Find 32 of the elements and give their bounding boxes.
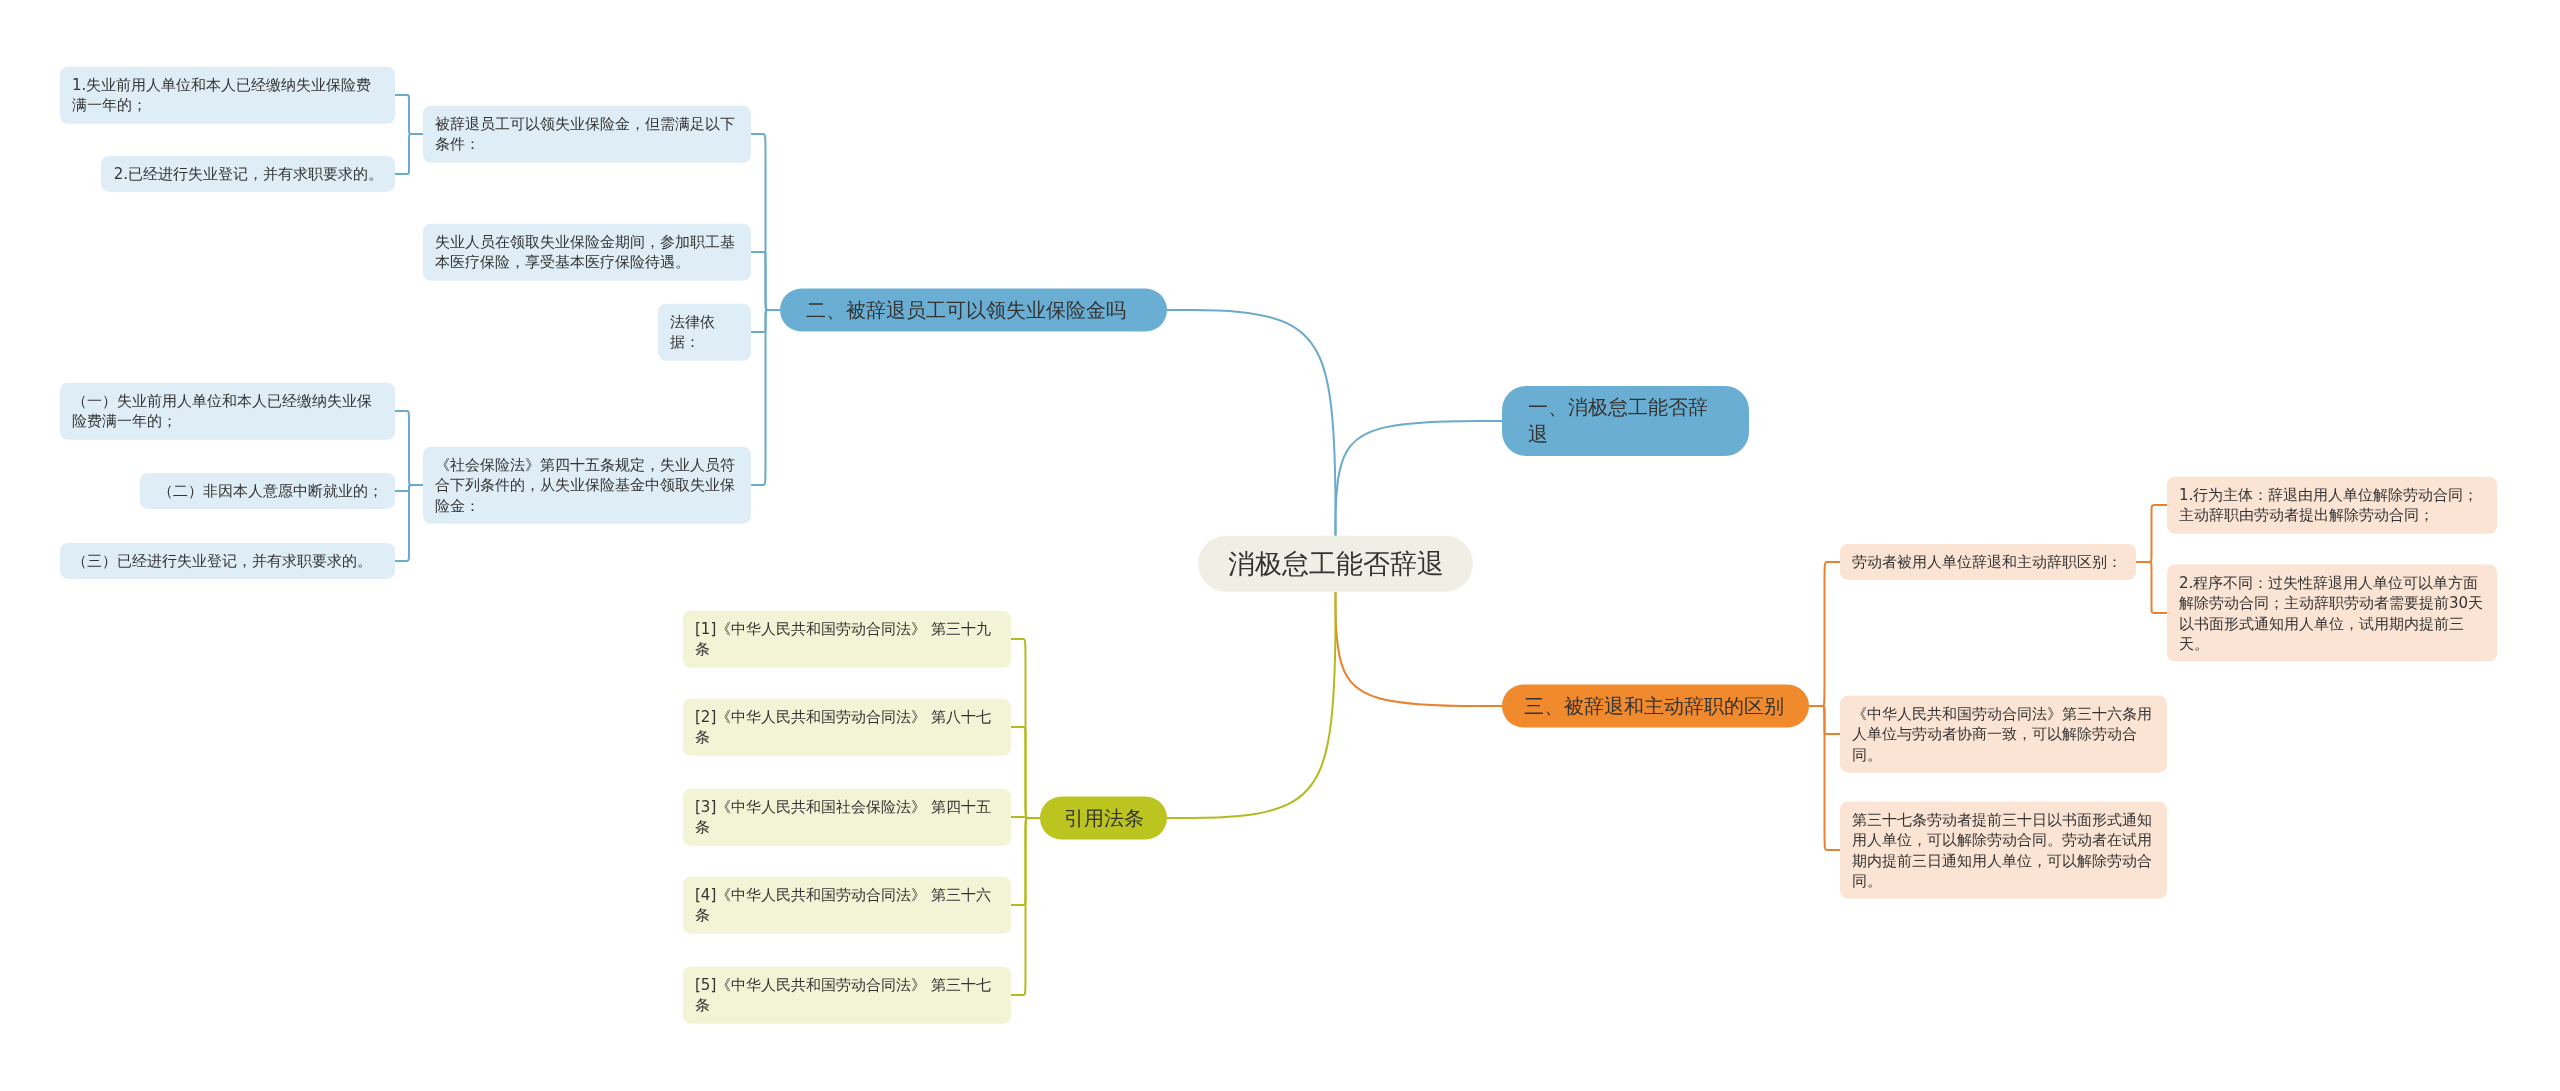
subtopic-box: （一）失业前用人单位和本人已经缴纳失业保险费满一年的；: [60, 382, 395, 440]
subtopic-box: （二）非因本人意愿中断就业的；: [140, 472, 395, 510]
branch-topic: 二、被辞退员工可以领失业保险金吗: [780, 288, 1167, 332]
connector-line: [750, 309, 781, 486]
connector-line: [394, 133, 424, 175]
subtopic-box: （三）已经进行失业登记，并有求职要求的。: [60, 542, 395, 580]
subtopic-box: [3]《中华人民共和国社会保险法》 第四十五条: [683, 788, 1011, 846]
subtopic-box: 法律依据：: [658, 303, 751, 361]
subtopic-box: 劳动者被用人单位辞退和主动辞职区别：: [1840, 543, 2136, 581]
subtopic-box: 《社会保险法》第四十五条规定，失业人员符合下列条件的，从失业保险基金中领取失业保险金：: [423, 446, 751, 524]
connector-line: [1010, 817, 1041, 996]
subtopic-box: 被辞退员工可以领失业保险金，但需满足以下条件：: [423, 105, 751, 163]
connector-line: [1808, 705, 1841, 851]
subtopic-box: 《中华人民共和国劳动合同法》第三十六条用人单位与劳动者协商一致，可以解除劳动合同。: [1840, 695, 2167, 773]
subtopic-box: 失业人员在领取失业保险金期间，参加职工基本医疗保险，享受基本医疗保险待遇。: [423, 223, 751, 281]
subtopic-box: [2]《中华人民共和国劳动合同法》 第八十七条: [683, 698, 1011, 756]
branch-topic: 三、被辞退和主动辞职的区别: [1502, 684, 1809, 728]
branch-topic: 一、消极怠工能否辞退: [1502, 386, 1749, 456]
branch-topic: 引用法条: [1040, 796, 1167, 840]
subtopic-box: 2.已经进行失业登记，并有求职要求的。: [101, 155, 395, 193]
subtopic-box: [4]《中华人民共和国劳动合同法》 第三十六条: [683, 876, 1011, 934]
subtopic-box: 1.行为主体：辞退由用人单位解除劳动合同；主动辞职由劳动者提出解除劳动合同；: [2167, 476, 2497, 534]
central-topic: 消极怠工能否辞退: [1198, 535, 1473, 593]
subtopic-box: 2.程序不同：过失性辞退用人单位可以单方面解除劳动合同；主动辞职劳动者需要提前30天以书面形式通知用人单位，试用期内提前三天。: [2167, 564, 2497, 662]
subtopic-box: [5]《中华人民共和国劳动合同法》 第三十七条: [683, 966, 1011, 1024]
subtopic-box: [1]《中华人民共和国劳动合同法》 第三十九条: [683, 610, 1011, 668]
subtopic-box: 第三十七条劳动者提前三十日以书面形式通知用人单位，可以解除劳动合同。劳动者在试用期内提前三日通知用人单位，可以解除劳动合同。: [1840, 801, 2167, 899]
connector-line: [2135, 561, 2168, 614]
connector-line: [394, 484, 424, 562]
connector-line: [1166, 591, 1337, 819]
subtopic-box: 1.失业前用人单位和本人已经缴纳失业保险费满一年的；: [60, 66, 395, 124]
connector-line: [1166, 309, 1337, 537]
